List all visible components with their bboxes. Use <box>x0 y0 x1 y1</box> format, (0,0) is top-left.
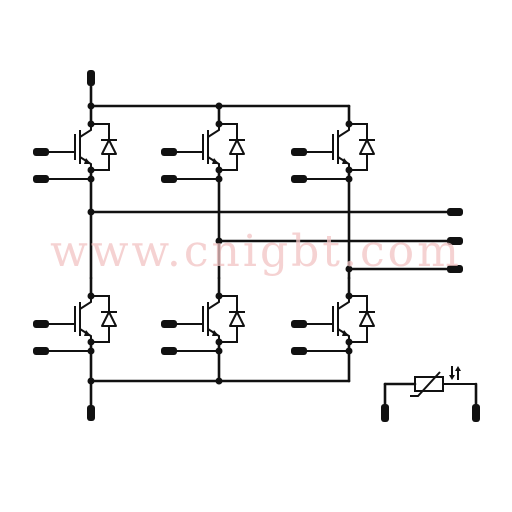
igbt-cell-low-w <box>291 276 375 355</box>
igbt-cell-high-w <box>291 104 375 183</box>
igbt-cell-low-u <box>33 276 117 355</box>
igbt-cell-low-v <box>161 276 245 355</box>
emitter-terminal-low-v <box>161 347 177 355</box>
emitter-terminal-low-u <box>33 347 49 355</box>
igbt-transistor <box>74 296 92 342</box>
gate-terminal-high-u <box>33 148 49 156</box>
emitter-terminal-low-w <box>291 347 307 355</box>
freewheel-diode <box>101 311 117 327</box>
emitter-terminal-high-v <box>161 175 177 183</box>
dc-minus-terminal <box>87 405 95 421</box>
phase-w-terminal <box>447 265 463 273</box>
emitter-terminal-high-u <box>33 175 49 183</box>
gate-terminal-low-v <box>161 320 177 328</box>
ntc-thermistor <box>381 366 480 422</box>
igbt-transistor <box>202 296 220 342</box>
igbt-cell-high-u <box>33 104 117 183</box>
dc-plus-terminal <box>87 70 95 86</box>
freewheel-diode <box>229 139 245 155</box>
freewheel-diode <box>229 311 245 327</box>
freewheel-diode <box>359 139 375 155</box>
igbt-transistor <box>332 124 350 170</box>
ntc-terminal-1 <box>381 404 389 422</box>
gate-terminal-low-w <box>291 320 307 328</box>
freewheel-diode <box>359 311 375 327</box>
igbt-transistor <box>202 124 220 170</box>
phase-u-terminal <box>447 208 463 216</box>
gate-terminal-high-w <box>291 148 307 156</box>
dc-plus-rail <box>87 70 351 110</box>
gate-terminal-high-v <box>161 148 177 156</box>
bridge-legs <box>33 104 375 383</box>
emitter-terminal-high-w <box>291 175 307 183</box>
igbt-transistor <box>74 124 92 170</box>
ntc-terminal-2 <box>472 404 480 422</box>
phase-v-terminal <box>447 237 463 245</box>
phase-outputs <box>87 208 463 273</box>
igbt-transistor <box>332 296 350 342</box>
freewheel-diode <box>101 139 117 155</box>
igbt-cell-high-v <box>161 104 245 183</box>
dc-minus-rail <box>87 377 351 421</box>
gate-terminal-low-u <box>33 320 49 328</box>
